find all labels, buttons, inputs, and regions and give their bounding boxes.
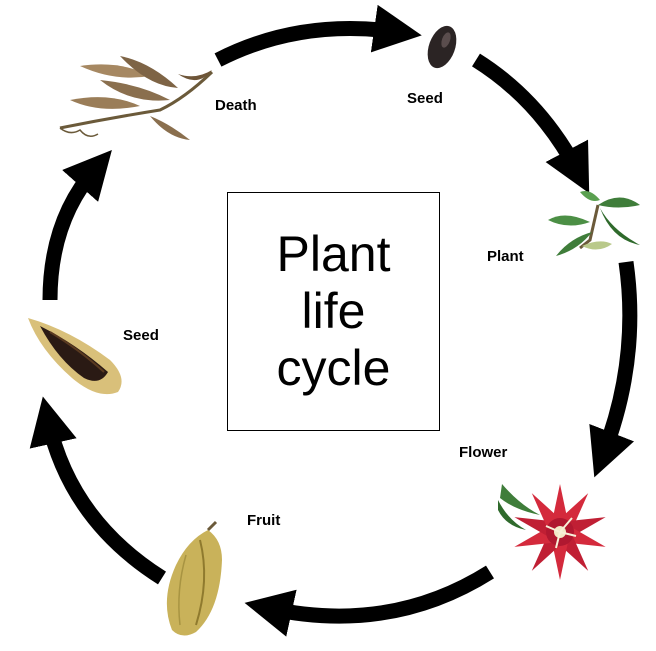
fruit-icon bbox=[167, 522, 222, 636]
title-line-3: cycle bbox=[277, 340, 391, 397]
title-box: Plant life cycle bbox=[227, 192, 440, 431]
title-line-1: Plant bbox=[277, 226, 391, 283]
seed-pod-icon bbox=[28, 318, 122, 394]
dead-plant-icon bbox=[60, 56, 212, 140]
seed-icon bbox=[422, 22, 461, 72]
arrow-flower-to-fruit bbox=[268, 572, 490, 616]
flower-icon bbox=[498, 484, 608, 580]
stage-label-death: Death bbox=[215, 97, 257, 114]
arrow-death-to-seed bbox=[218, 29, 398, 61]
arrow-seed-to-plant bbox=[476, 60, 578, 172]
stage-label-fruit: Fruit bbox=[247, 512, 280, 529]
stage-label-flower: Flower bbox=[459, 444, 507, 461]
seedling-icon bbox=[548, 191, 640, 256]
stage-label-plant: Plant bbox=[487, 248, 524, 265]
stage-label-seed-left: Seed bbox=[123, 327, 159, 344]
diagram-title: Plant life cycle bbox=[277, 226, 391, 397]
arrow-fruit-to-seed bbox=[48, 420, 162, 578]
arrow-plant-to-flower bbox=[603, 262, 630, 455]
stage-label-seed-top: Seed bbox=[407, 90, 443, 107]
title-line-2: life bbox=[277, 283, 391, 340]
arrow-seed-to-death bbox=[50, 168, 96, 300]
